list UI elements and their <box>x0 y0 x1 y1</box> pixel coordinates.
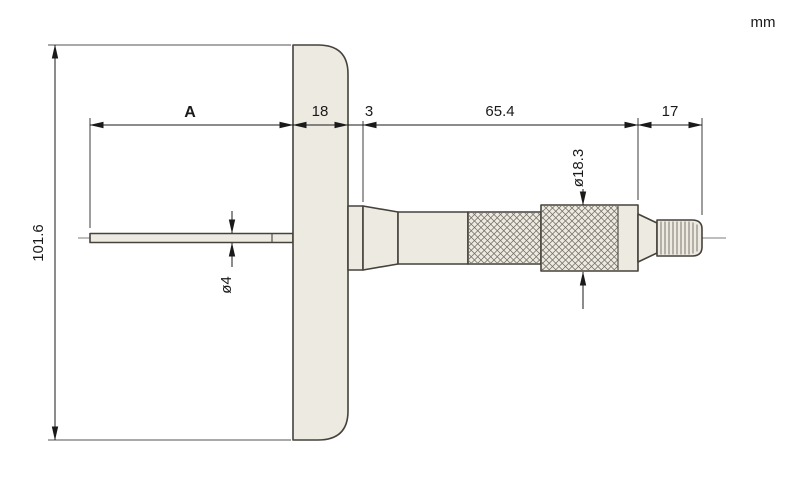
measuring-rod <box>89 232 294 244</box>
dim-label-rod-diameter: ø4 <box>218 276 235 294</box>
unit-label: mm <box>751 14 776 31</box>
micrometer-body <box>78 44 726 441</box>
dim-label-base-height: 101.6 <box>30 224 47 262</box>
base-plate <box>292 44 349 441</box>
ratchet-knurl-lines <box>660 221 698 255</box>
ratchet-cone <box>637 213 658 263</box>
dim-label-ratchet-length: 17 <box>662 103 679 120</box>
sleeve <box>397 211 469 265</box>
dim-label-rod-protrusion: A <box>184 104 196 121</box>
thimble-knurl-hatch <box>542 206 618 270</box>
dim-label-base-thickness: 18 <box>312 103 329 120</box>
dimension-annotations: A 18 3 65.4 17 101.6 ø4 ø18.3 mm <box>30 14 776 441</box>
knurled-clamp-hatch <box>469 213 540 263</box>
dim-label-thimble-diameter: ø18.3 <box>570 149 587 187</box>
stem-collar <box>347 205 364 271</box>
stem-taper <box>362 205 399 271</box>
ratchet-stop <box>656 219 703 257</box>
dim-label-sleeve-length: 65.4 <box>485 103 514 120</box>
dim-label-stem-exposure: 3 <box>365 103 373 120</box>
